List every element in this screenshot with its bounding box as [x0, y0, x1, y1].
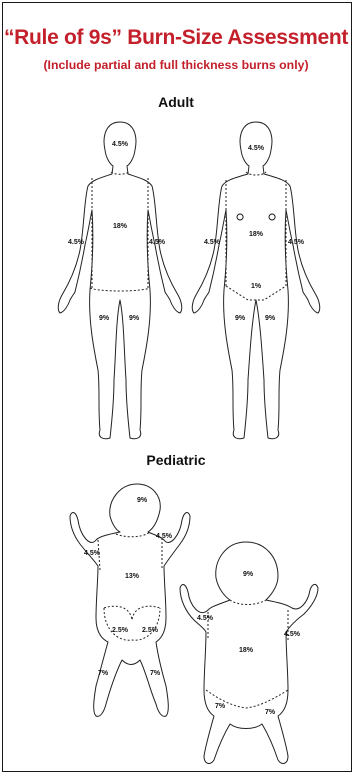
pediatric-back-trunk-pct: 13% [125, 573, 140, 580]
adult-front-chest-detail [237, 214, 275, 220]
adult-front-trunk-pct: 18% [249, 231, 264, 238]
pediatric-back-right-buttock-pct: 2.5% [142, 627, 159, 634]
adult-back-head-pct: 4.5% [112, 141, 129, 148]
pediatric-back-left-buttock-pct: 2.5% [112, 627, 129, 634]
pediatric-back-right-leg-pct: 7% [150, 670, 161, 677]
adult-back-left-arm-pct: 4.5% [68, 239, 85, 246]
adult-front-left-leg-pct: 9% [235, 315, 246, 322]
adult-front-genitals-pct: 1% [251, 283, 262, 290]
pediatric-back-figure: 9% 4.5% 4.5% 13% 2.5% 2.5% 7% 7% [70, 484, 190, 716]
pediatric-front-left-arm-pct: 4.5% [197, 615, 214, 622]
pediatric-back-buttock-line [104, 606, 160, 640]
adult-front-head-pct: 4.5% [248, 145, 265, 152]
adult-front-right-arm-pct: 4.5% [288, 239, 305, 246]
pediatric-front-right-leg-pct: 7% [265, 709, 276, 716]
adult-back-outline [58, 122, 181, 439]
adult-back-figure: 4.5% 18% 4.5% 4.5% 9% 9% [58, 122, 181, 439]
pediatric-front-left-leg-pct: 7% [215, 703, 226, 710]
pediatric-back-right-arm-pct: 4.5% [156, 533, 173, 540]
pediatric-front-right-arm-pct: 4.5% [284, 631, 301, 638]
adult-back-trunk-pct: 18% [113, 223, 128, 230]
pediatric-front-figure: 9% 4.5% 4.5% 18% 7% 7% [180, 542, 318, 763]
adult-front-right-leg-pct: 9% [265, 315, 276, 322]
pediatric-front-head-pct: 9% [243, 571, 254, 578]
pediatric-back-left-leg-pct: 7% [98, 670, 109, 677]
pediatric-back-outline [70, 484, 190, 716]
adult-back-neck-line [111, 172, 129, 174]
adult-back-right-leg-pct: 9% [129, 315, 140, 322]
pediatric-front-neck-line [230, 600, 266, 605]
adult-back-right-arm-pct: 4.5% [149, 239, 166, 246]
pediatric-back-neck-line [116, 532, 150, 537]
adult-front-figure: 4.5% 18% 4.5% 4.5% 1% 9% 9% [192, 122, 319, 439]
adult-front-left-arm-pct: 4.5% [204, 239, 221, 246]
adult-front-neck-line [246, 172, 266, 175]
adult-back-waist-line [90, 288, 150, 291]
pediatric-back-head-pct: 9% [137, 497, 148, 504]
adult-front-outline [192, 122, 319, 439]
pediatric-front-trunk-pct: 18% [239, 647, 254, 654]
adult-back-left-leg-pct: 9% [99, 315, 110, 322]
pediatric-back-left-arm-pct: 4.5% [84, 550, 101, 557]
